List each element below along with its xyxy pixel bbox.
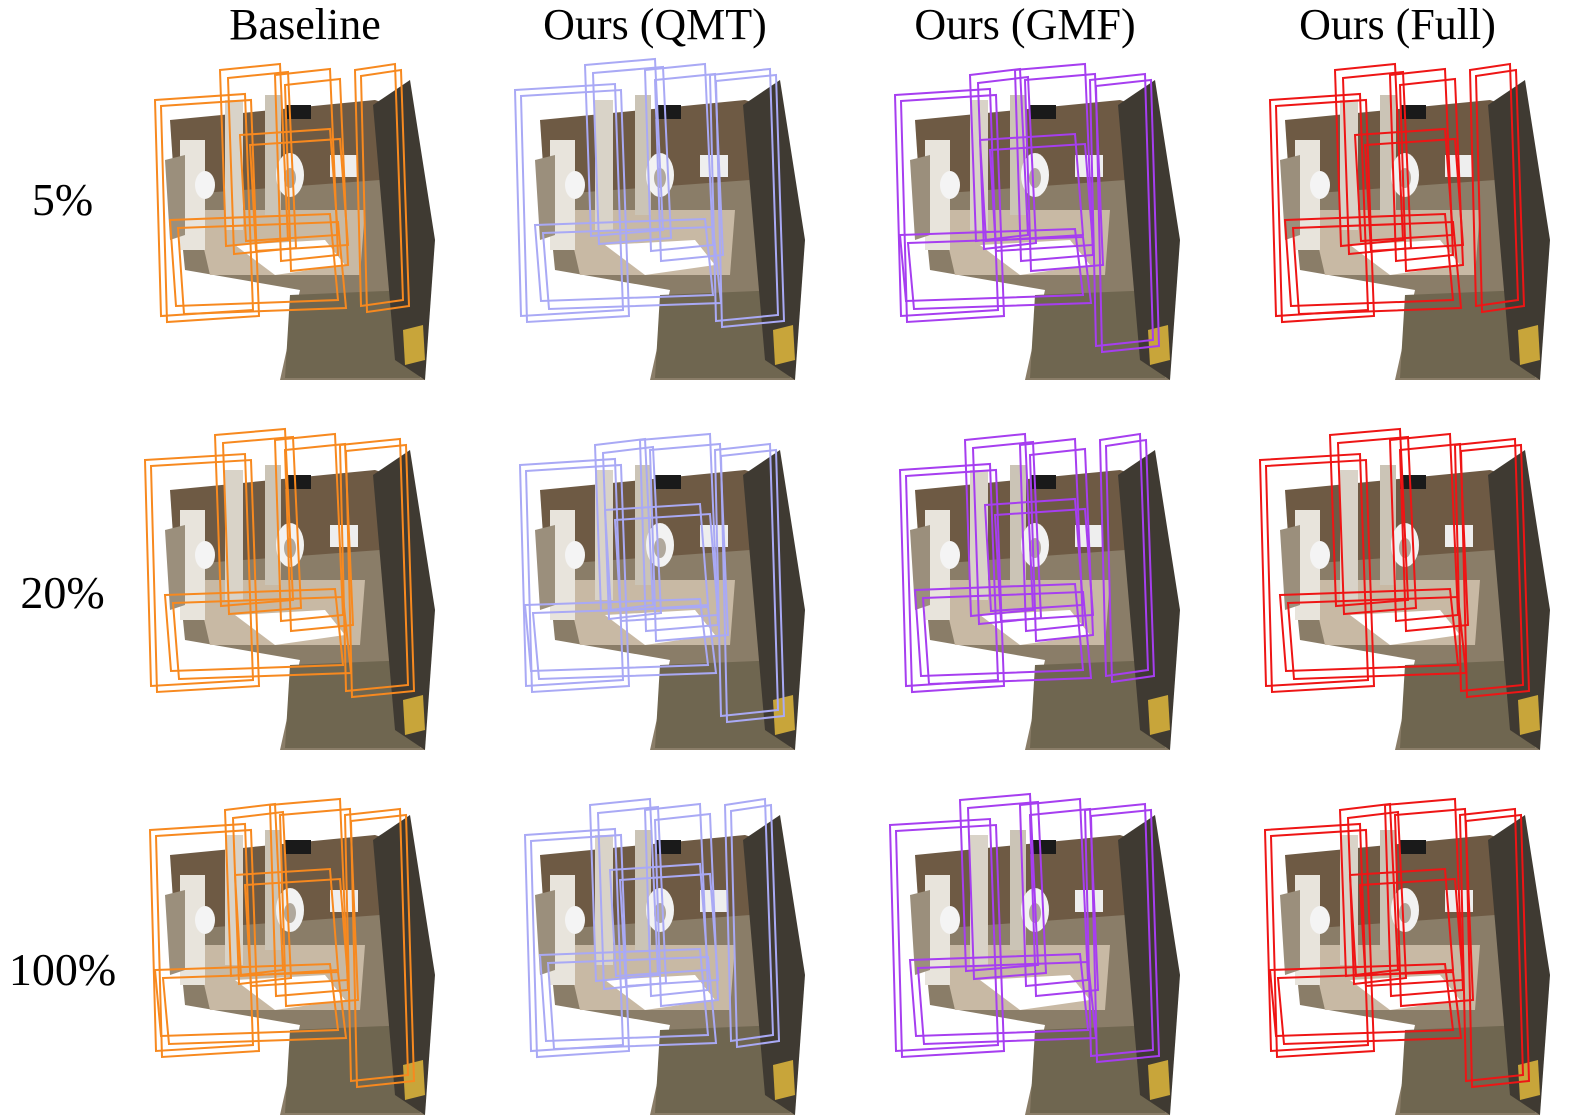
bounding-box-3d xyxy=(273,67,350,273)
result-baseline-5-percent xyxy=(125,60,465,380)
column-header-ours-full: Ours (Full) xyxy=(1299,0,1496,49)
bounding-box-3d xyxy=(1018,797,1100,998)
bounding-box-3d xyxy=(608,862,720,988)
result-ours-full-5-percent xyxy=(1240,60,1580,380)
scene-render xyxy=(910,450,1180,750)
bounding-box-3d xyxy=(1338,802,1408,986)
column-header-baseline: Baseline xyxy=(229,0,381,49)
row-label-100-percent: 100% xyxy=(8,944,117,995)
bounding-box-3d xyxy=(893,87,1006,324)
row-label-5-percent: 5% xyxy=(31,174,94,225)
column-header-ours-gmf: Ours (GMF) xyxy=(914,0,1136,49)
scene-render xyxy=(165,80,435,380)
bounding-box-3d xyxy=(583,57,673,246)
bounding-box-3d xyxy=(1258,452,1376,694)
result-ours-gmf-5-percent xyxy=(870,60,1210,380)
result-ours-qmt-5-percent xyxy=(495,57,835,380)
row-label-20-percent: 20% xyxy=(20,567,105,618)
bounding-boxes xyxy=(153,62,411,324)
bounding-box-3d xyxy=(1348,867,1465,988)
bounding-box-3d xyxy=(1018,437,1095,643)
bounding-box-3d xyxy=(223,802,293,986)
result-baseline-100-percent xyxy=(125,795,465,1115)
bounding-box-3d xyxy=(593,437,663,621)
bounding-box-3d xyxy=(1458,807,1531,1089)
bounding-box-3d xyxy=(888,817,1006,1059)
bounding-box-3d xyxy=(1088,72,1161,354)
bounding-box-3d xyxy=(1388,67,1465,273)
bounding-box-3d xyxy=(723,797,781,1049)
bounding-boxes xyxy=(513,57,786,329)
bounding-box-3d xyxy=(643,802,720,1008)
scene-render xyxy=(535,815,805,1115)
bounding-box-3d xyxy=(213,427,303,616)
bounding-box-3d xyxy=(958,792,1048,981)
bounding-box-3d xyxy=(1263,822,1376,1059)
bounding-box-3d xyxy=(233,867,350,988)
bounding-box-3d xyxy=(1283,212,1463,316)
bounding-box-3d xyxy=(273,432,355,633)
bounding-box-3d xyxy=(1098,432,1156,684)
bounding-box-3d xyxy=(908,952,1098,1046)
bounding-box-3d xyxy=(1328,427,1418,616)
bounding-boxes xyxy=(1268,62,1526,324)
bounding-box-3d xyxy=(1388,432,1470,633)
bounding-box-3d xyxy=(148,822,261,1059)
bounding-box-3d xyxy=(968,67,1038,251)
bounding-box-3d xyxy=(513,82,631,324)
bounding-box-3d xyxy=(168,212,348,316)
result-ours-full-100-percent xyxy=(1240,795,1580,1115)
result-ours-qmt-20-percent xyxy=(495,430,835,750)
bounding-box-3d xyxy=(713,442,786,724)
bounding-box-3d xyxy=(1353,127,1465,253)
result-ours-full-20-percent xyxy=(1240,427,1580,750)
bounding-box-3d xyxy=(1278,587,1468,681)
result-ours-gmf-20-percent xyxy=(870,430,1210,750)
bounding-box-3d xyxy=(238,127,350,253)
bounding-box-3d xyxy=(983,497,1095,623)
result-ours-gmf-100-percent xyxy=(870,792,1210,1115)
bounding-box-3d xyxy=(143,452,261,694)
bounding-boxes xyxy=(893,62,1161,354)
column-header-ours-qmt: Ours (QMT) xyxy=(543,0,767,49)
bounding-box-3d xyxy=(353,62,411,314)
bounding-box-3d xyxy=(163,587,353,681)
bounding-box-3d xyxy=(913,582,1093,686)
bounding-boxes xyxy=(143,427,416,699)
bounding-boxes xyxy=(898,432,1156,694)
bounding-boxes xyxy=(148,797,416,1089)
result-ours-qmt-100-percent xyxy=(495,795,835,1115)
bounding-boxes xyxy=(888,792,1161,1064)
bounding-box-3d xyxy=(538,947,718,1051)
bounding-box-3d xyxy=(643,62,725,263)
bounding-box-3d xyxy=(603,502,720,623)
scene-render xyxy=(1280,80,1550,380)
bounding-box-3d xyxy=(343,807,416,1089)
bounding-box-3d xyxy=(533,217,723,311)
bounding-box-3d xyxy=(1468,62,1526,314)
bounding-boxes xyxy=(523,797,781,1059)
bounding-box-3d xyxy=(518,457,631,694)
bounding-box-3d xyxy=(978,132,1095,253)
result-baseline-20-percent xyxy=(125,427,465,750)
bounding-boxes xyxy=(1258,427,1531,699)
bounding-boxes xyxy=(518,432,786,724)
bounding-boxes xyxy=(1263,797,1531,1089)
